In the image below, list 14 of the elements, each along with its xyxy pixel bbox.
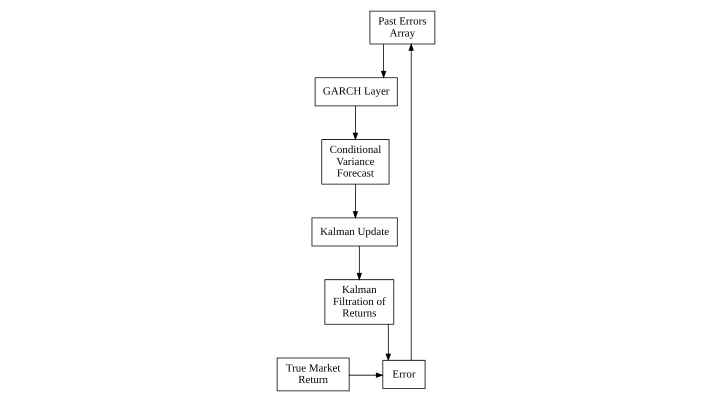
node-box: Error xyxy=(382,360,425,389)
arrow xyxy=(385,324,391,362)
arrow xyxy=(348,372,384,378)
node-box: True Market Return xyxy=(276,358,350,392)
arrow xyxy=(380,44,386,79)
arrow xyxy=(352,106,358,141)
node-box: Kalman Filtration of Returns xyxy=(324,279,394,325)
node-box: Past Errors Array xyxy=(369,10,435,44)
arrow xyxy=(408,42,414,361)
arrow xyxy=(352,184,358,219)
node-box: Kalman Update xyxy=(311,217,398,246)
node-box: Conditional Variance Forecast xyxy=(320,139,389,185)
arrow xyxy=(356,246,362,281)
node-box: GARCH Layer xyxy=(314,77,398,106)
